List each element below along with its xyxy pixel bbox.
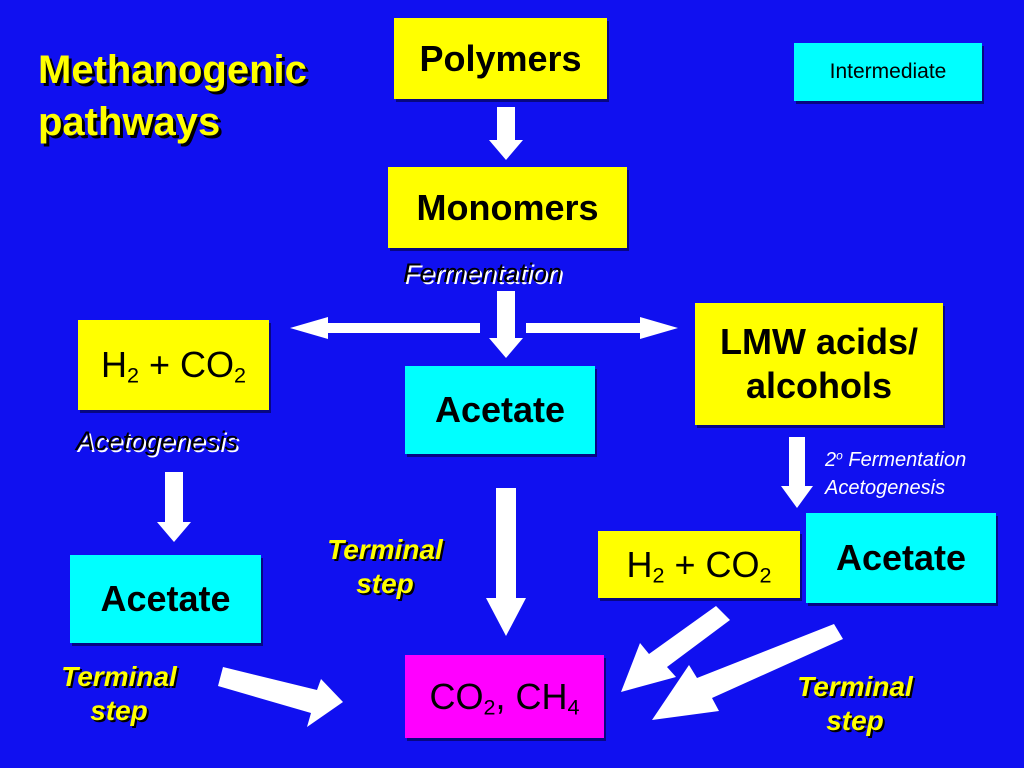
label-terminal-step-center: Terminal step xyxy=(327,534,443,599)
label-secondary-pathways: 2o Fermentation Acetogenesis xyxy=(825,446,966,502)
node-polymers-label: Polymers xyxy=(419,37,582,79)
arrow-h2co2-right-to-product xyxy=(621,606,730,692)
arrow-monomers-to-acetate xyxy=(489,291,523,358)
node-lmw-line-2: alcohols xyxy=(745,365,893,406)
label-fermentation: Fermentation xyxy=(403,258,563,288)
node-polymers: Polymers xyxy=(394,18,607,99)
arrow-monomers-to-lmw xyxy=(526,317,678,339)
arrow-acetogenesis-to-acetate xyxy=(157,472,191,542)
page-title: Methanogenic pathways xyxy=(38,44,307,148)
title-line-1: Methanogenic xyxy=(38,48,307,92)
arrow-monomers-to-h2co2 xyxy=(290,317,480,339)
label-terminal-step-right: Terminal step xyxy=(797,671,913,736)
node-co2-ch4: CO2, CH4 xyxy=(405,655,604,738)
node-h2-co2-left: H2 + CO2 xyxy=(78,320,269,410)
node-monomers-label: Monomers xyxy=(416,186,599,228)
node-acetate-right: Acetate xyxy=(806,513,996,603)
node-acetate-center-label: Acetate xyxy=(434,389,566,430)
node-acetate-left-label: Acetate xyxy=(100,578,231,619)
title-line-2: pathways xyxy=(38,100,221,144)
node-h2-co2-right: H2 + CO2 xyxy=(598,531,800,598)
arrow-acetate-left-to-product xyxy=(218,667,343,727)
arrow-acetate-right-to-product xyxy=(652,624,843,720)
node-lmw-line-1: LMW acids/ xyxy=(719,321,919,362)
label-secondary-acetogenesis: Acetogenesis xyxy=(825,477,946,499)
node-acetate-left: Acetate xyxy=(70,555,261,643)
label-terminal-step-left: Terminal step xyxy=(61,661,177,726)
arrow-acetate-to-product xyxy=(486,488,526,636)
node-monomers: Monomers xyxy=(388,167,627,248)
legend-intermediate: Intermediate xyxy=(794,43,982,101)
node-acetate-right-label: Acetate xyxy=(835,537,967,578)
label-acetogenesis: Acetogenesis xyxy=(76,426,239,456)
legend-intermediate-label: Intermediate xyxy=(829,60,947,83)
node-acetate-center: Acetate xyxy=(405,366,595,454)
arrow-polymers-to-monomers xyxy=(489,107,523,160)
formula-co2-ch4: CO2, CH4 xyxy=(429,675,580,719)
arrow-lmw-to-secondary xyxy=(781,437,813,508)
formula-h2-co2-left: H2 + CO2 xyxy=(100,344,247,388)
node-lmw-acids-alcohols: LMW acids/ alcohols xyxy=(695,303,943,425)
label-secondary-fermentation: 2o Fermentation xyxy=(825,448,967,471)
formula-h2-co2-right: H2 + CO2 xyxy=(626,543,772,587)
